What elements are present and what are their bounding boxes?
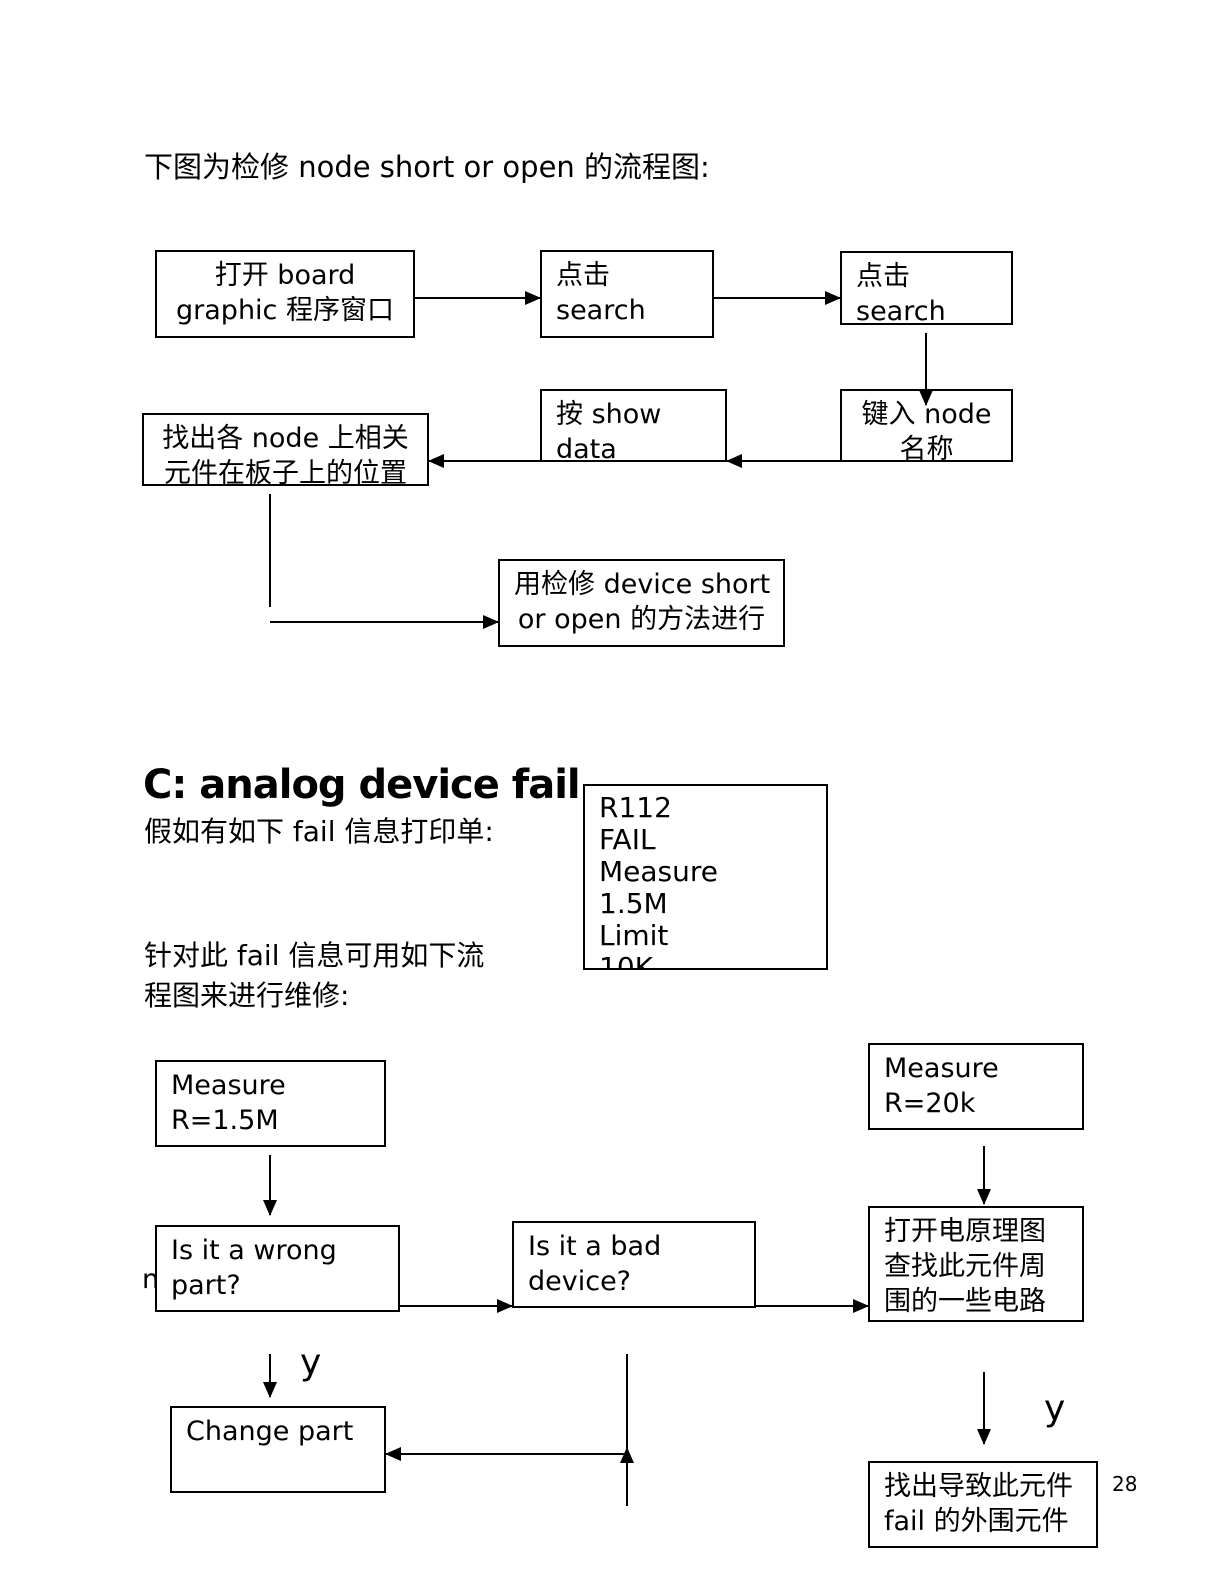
box-open-board-graphic: 打开 board graphic 程序窗口 [155, 250, 415, 338]
box-line: search [556, 295, 646, 326]
box-line: 点击 [556, 260, 610, 291]
box-line: 名称 [899, 434, 954, 462]
box-line: device? [528, 1266, 632, 1297]
section-title-analog-device-fail: C: analog device fail [143, 762, 581, 808]
box-line: or open 的方法进行 [517, 604, 766, 635]
ticket-line: Measure [599, 855, 718, 888]
instruction-line: 针对此 fail 信息可用如下流 [144, 939, 485, 972]
box-open-schematic: 打开电原理图 查找此元件周 围的一些电路 [868, 1206, 1084, 1322]
box-measure-1-5m: Measure R=1.5M [155, 1060, 386, 1147]
box-line: 键入 node [861, 399, 992, 430]
fail-ticket-box: R112 FAIL Measure 1.5M Limit 10K [583, 784, 828, 970]
box-line: 查找此元件周 [884, 1251, 1046, 1282]
box-enter-node-name: 键入 node 名称 [840, 389, 1013, 462]
box-line: data [556, 434, 617, 462]
box-line: 围的一些电路 [884, 1286, 1046, 1317]
flowchart-instruction: 针对此 fail 信息可用如下流 程图来进行维修: [144, 936, 484, 1016]
box-show-data: 按 show data [540, 389, 727, 462]
instruction-line: 程图来进行维修: [144, 979, 350, 1012]
box-click-search-1: 点击 search [540, 250, 714, 338]
box-measure-20k: Measure R=20k [868, 1043, 1084, 1130]
box-line: R=1.5M [171, 1105, 279, 1136]
ticket-line: 10K [599, 951, 653, 970]
box-line: 元件在板子上的位置 [164, 458, 407, 486]
fail-ticket-intro: 假如有如下 fail 信息打印单: [144, 815, 494, 848]
box-find-node-parts: 找出各 node 上相关 元件在板子上的位置 [142, 413, 429, 486]
box-line: Measure [884, 1053, 999, 1084]
box-line: Is it a wrong [171, 1235, 337, 1266]
box-line: 打开电原理图 [884, 1216, 1046, 1247]
box-bad-device-question: Is it a bad device? [512, 1221, 756, 1308]
box-line: part? [171, 1270, 241, 1301]
box-line: 找出各 node 上相关 [162, 423, 409, 454]
ticket-line: 1.5M [599, 887, 668, 920]
ticket-line: R112 [599, 791, 672, 824]
box-line: 打开 board [214, 260, 356, 291]
box-change-part: Change part [170, 1406, 386, 1493]
box-line: 找出导致此元件 [884, 1471, 1073, 1502]
box-find-peripheral-parts: 找出导致此元件 fail 的外围元件 [868, 1461, 1098, 1548]
ticket-line: Limit [599, 919, 669, 952]
box-line: R=20k [884, 1088, 976, 1119]
box-wrong-part-question: Is it a wrong part? [155, 1225, 400, 1312]
box-line: graphic 程序窗口 [176, 295, 394, 326]
box-repair-device-short-open: 用检修 device short or open 的方法进行 [498, 559, 785, 647]
box-line: fail 的外围元件 [884, 1506, 1069, 1537]
label-yes-left: y [300, 1342, 322, 1383]
box-line: 按 show [556, 399, 662, 430]
box-line: Is it a bad [528, 1231, 662, 1262]
ticket-line: FAIL [599, 823, 656, 856]
page-number: 28 [1112, 1472, 1138, 1496]
box-click-search-2: 点击 search [840, 251, 1013, 325]
label-no: n [142, 1264, 160, 1295]
box-line: 点击 [856, 261, 910, 292]
box-line: search [856, 296, 946, 325]
label-yes-right: y [1044, 1388, 1066, 1429]
box-line: Measure [171, 1070, 286, 1101]
box-line: Change part [186, 1416, 354, 1447]
box-line: 用检修 device short [514, 569, 771, 600]
flowchart-intro-node-short-open: 下图为检修 node short or open 的流程图: [144, 150, 710, 184]
